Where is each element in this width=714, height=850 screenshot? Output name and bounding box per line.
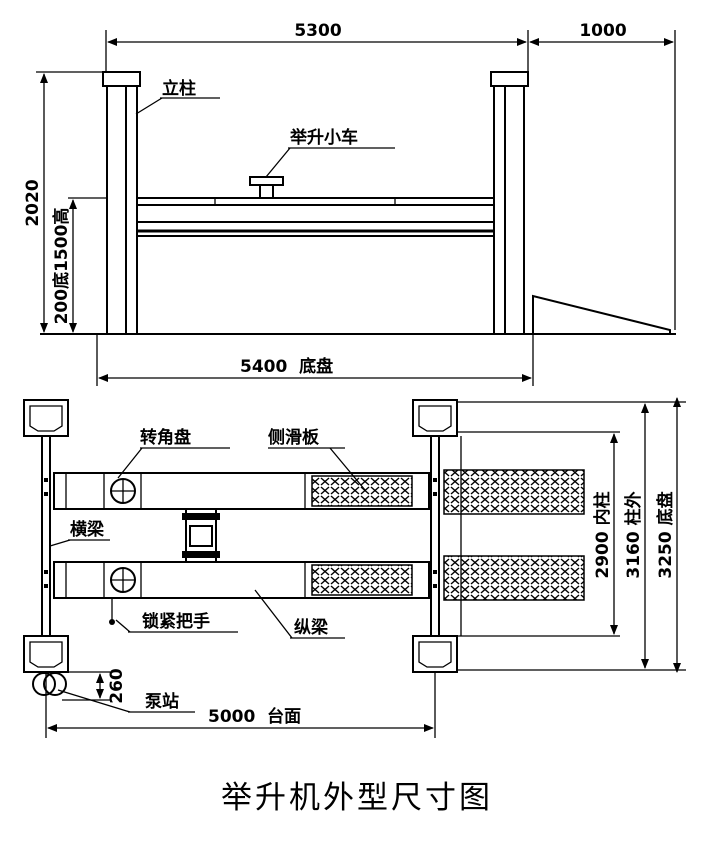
dimension-total-height: 2020 (23, 179, 43, 226)
dimension-base-length: 5400 底盘 (240, 356, 333, 377)
dimension-outer-column: 3160 柱外 (623, 491, 644, 578)
lower-turntable (110, 567, 136, 593)
right-upper-slide-plate (443, 469, 585, 515)
dimension-platform-length: 5000 台面 (208, 706, 301, 727)
lower-side-slide-plate (311, 564, 413, 596)
crossbeam-label: 横梁 (70, 519, 105, 540)
right-column (490, 71, 529, 335)
left-crossbeam (41, 436, 51, 636)
lock-handle (109, 598, 115, 625)
left-bottom-post-base (23, 635, 69, 673)
dimension-top-span: 5300 (294, 21, 341, 41)
side-slide-plate-label: 侧滑板 (268, 427, 320, 448)
platform-beams (137, 197, 494, 237)
right-top-post-base (412, 399, 458, 437)
column-label: 立柱 (162, 78, 196, 99)
front-elevation-view: 立柱 举升小车 5300 1000 2020 200底1500高 5400 底盘 (23, 21, 676, 386)
right-bottom-post-base (412, 635, 458, 673)
ramp (532, 294, 671, 334)
turntable-label: 转角盘 (140, 427, 191, 448)
lock-handle-label: 锁紧把手 (142, 611, 210, 632)
longitudinal-beam-label: 纵梁 (294, 617, 329, 638)
dimension-ramp-length: 1000 (579, 21, 626, 41)
lift-trolley-plan (182, 508, 220, 563)
right-crossbeam (430, 436, 440, 636)
dimension-base-width: 3250 底盘 (655, 491, 676, 578)
figure-caption: 举升机外型尺寸图 (221, 780, 493, 816)
dimension-pump-offset: 260 (107, 668, 127, 704)
dimension-inner-column: 2900 内柱 (592, 491, 613, 578)
upper-side-slide-plate (311, 475, 413, 507)
pump-station (32, 672, 67, 696)
pump-station-label: 泵站 (145, 691, 179, 712)
right-lower-slide-plate (443, 555, 585, 601)
dimension-lift-height: 200底1500高 (51, 208, 72, 325)
left-column (102, 71, 141, 335)
left-top-post-base (23, 399, 69, 437)
lift-trolley (249, 176, 284, 199)
lift-trolley-label: 举升小车 (289, 127, 358, 148)
upper-turntable (110, 478, 136, 504)
right-approach-area (443, 401, 686, 671)
plan-view: 转角盘 侧滑板 横梁 锁紧把手 纵梁 泵站 260 5000 台面 2900 内… (23, 397, 686, 738)
